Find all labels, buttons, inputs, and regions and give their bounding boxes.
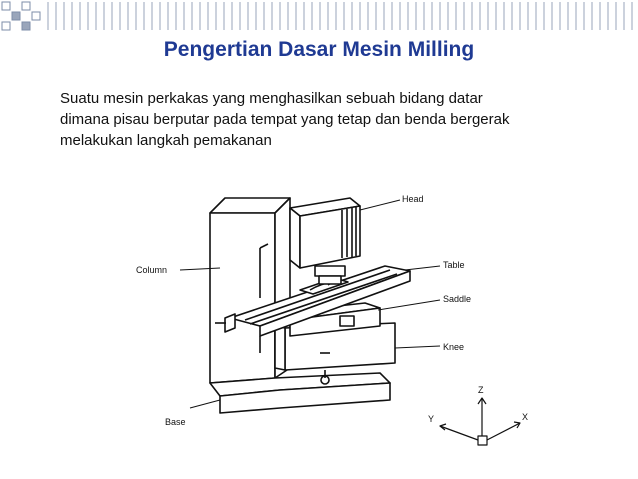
label-head: Head	[402, 194, 424, 204]
label-table: Table	[443, 260, 465, 270]
label-knee: Knee	[443, 342, 464, 352]
description-line: melakukan langkah pemakanan	[60, 132, 272, 149]
milling-machine-diagram: Head Column Table Saddle Knee Base Z Y X	[136, 194, 528, 446]
slide-description: Suatu mesin perkakas yang menghasilkan s…	[60, 88, 620, 151]
description-line: Suatu mesin perkakas yang menghasilkan s…	[60, 90, 483, 107]
axis-label-x: X	[522, 412, 528, 422]
description-line: dimana pisau berputar pada tempat yang t…	[60, 111, 510, 128]
label-saddle: Saddle	[443, 294, 471, 304]
axis-label-y: Y	[428, 414, 434, 424]
corner-decoration	[1, 1, 633, 31]
label-base: Base	[165, 417, 186, 427]
head	[289, 197, 361, 285]
axis-label-z: Z	[478, 385, 484, 395]
slide-title: Pengertian Dasar Mesin Milling	[163, 38, 475, 61]
knee	[274, 322, 396, 385]
label-column: Column	[136, 265, 167, 275]
axes-triad	[439, 397, 521, 446]
base	[209, 372, 391, 414]
label-leaders	[179, 199, 441, 409]
